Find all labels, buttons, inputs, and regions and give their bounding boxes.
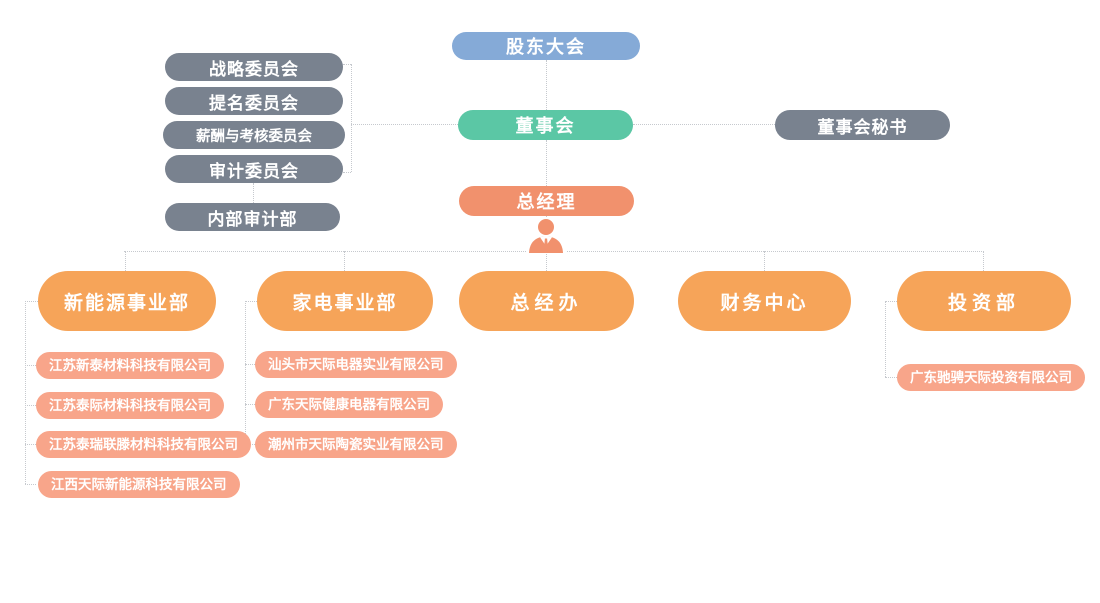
node-board-of-directors: 董事会 <box>458 110 633 140</box>
node-committee-audit: 审计委员会 <box>165 155 343 183</box>
node-committee-remuneration: 薪酬与考核委员会 <box>163 121 345 149</box>
connector-board-gm <box>546 140 547 186</box>
node-dept-investment: 投资部 <box>897 271 1071 331</box>
node-committee-nomination: 提名委员会 <box>165 87 343 115</box>
node-subsidiary: 广东天际健康电器有限公司 <box>255 391 443 418</box>
connector-investment-out <box>885 301 897 302</box>
general-manager-person-icon <box>526 218 566 253</box>
node-dept-gm-office: 总经办 <box>459 271 634 331</box>
node-subsidiary: 广东驰骋天际投资有限公司 <box>897 364 1085 391</box>
connector-stub-dept-2 <box>546 251 547 271</box>
node-dept-new-energy: 新能源事业部 <box>38 271 216 331</box>
node-committee-strategy: 战略委员会 <box>165 53 343 81</box>
node-subsidiary: 江苏泰际材料科技有限公司 <box>36 392 224 419</box>
connector-appliance-bracket <box>245 301 246 444</box>
connector-investment-bracket <box>885 301 886 377</box>
connector-committee-bottom-stub <box>343 172 351 173</box>
connector-shareholders-board <box>546 60 547 110</box>
connector-committee-top-stub <box>343 64 351 65</box>
connector-appliance-sub-1 <box>245 404 255 405</box>
node-board-secretary: 董事会秘书 <box>775 110 950 140</box>
connector-newenergy-sub-2 <box>25 444 36 445</box>
connector-newenergy-bracket <box>25 301 26 484</box>
connector-board-secretary <box>633 124 775 125</box>
node-dept-home-appliance: 家电事业部 <box>257 271 433 331</box>
node-subsidiary: 江苏新泰材料科技有限公司 <box>36 352 224 379</box>
connector-stub-dept-3 <box>764 251 765 271</box>
connector-appliance-out <box>245 301 257 302</box>
connector-committees-board <box>351 124 458 125</box>
node-internal-audit-dept: 内部审计部 <box>165 203 340 231</box>
connector-newenergy-sub-1 <box>25 405 36 406</box>
connector-committee-bracket <box>351 64 352 172</box>
node-subsidiary: 江西天际新能源科技有限公司 <box>38 471 240 498</box>
node-shareholders-meeting: 股东大会 <box>452 32 640 60</box>
connector-appliance-sub-0 <box>245 364 255 365</box>
connector-stub-dept-4 <box>983 251 984 271</box>
connector-audit-internal <box>253 183 254 203</box>
connector-stub-dept-0 <box>125 251 126 271</box>
connector-newenergy-sub-0 <box>25 365 36 366</box>
connector-newenergy-out <box>25 301 38 302</box>
node-general-manager: 总经理 <box>459 186 634 216</box>
node-dept-finance-center: 财务中心 <box>678 271 851 331</box>
connector-newenergy-sub-3 <box>25 484 36 485</box>
connector-stub-dept-1 <box>344 251 345 271</box>
node-subsidiary: 江苏泰瑞联滕材料科技有限公司 <box>36 431 251 458</box>
node-subsidiary: 汕头市天际电器实业有限公司 <box>255 351 457 378</box>
node-subsidiary: 潮州市天际陶瓷实业有限公司 <box>255 431 457 458</box>
connector-investment-sub-0 <box>885 377 897 378</box>
